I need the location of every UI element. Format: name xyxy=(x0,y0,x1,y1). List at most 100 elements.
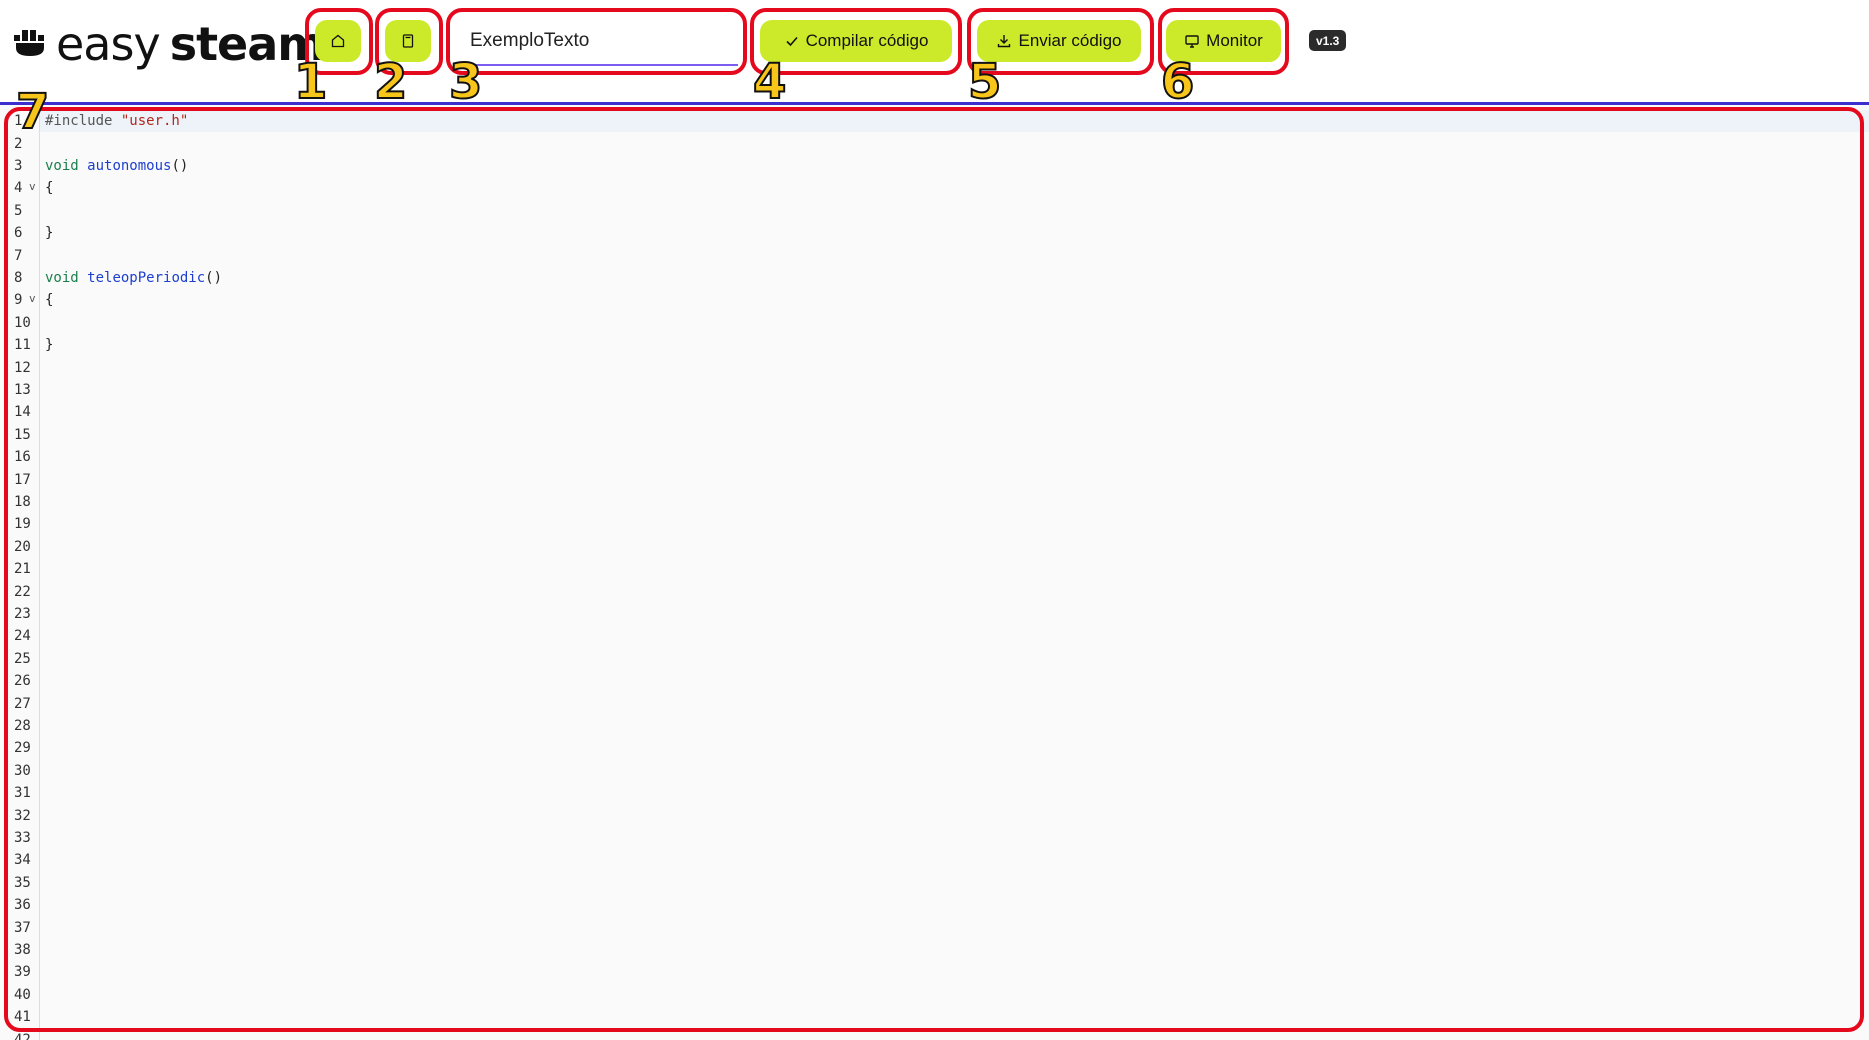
save-file-button[interactable] xyxy=(385,20,431,62)
code-token: } xyxy=(45,337,54,354)
code-line[interactable]: 33 xyxy=(0,827,1869,849)
code-token: () xyxy=(171,157,189,174)
code-line[interactable]: 28 xyxy=(0,715,1869,737)
line-number: 42 xyxy=(14,1031,31,1040)
file-icon xyxy=(402,34,414,48)
code-line[interactable]: 22 xyxy=(0,580,1869,602)
code-line[interactable]: 38 xyxy=(0,939,1869,961)
code-line[interactable]: 16 xyxy=(0,446,1869,468)
annotation-box-4 xyxy=(750,8,962,75)
line-number: 26 xyxy=(14,673,31,690)
code-line[interactable]: 34 xyxy=(0,849,1869,871)
annotation-number-2: 2 xyxy=(373,54,408,110)
line-number: 25 xyxy=(14,650,31,667)
annotation-box-5 xyxy=(967,8,1154,75)
code-line[interactable]: 32 xyxy=(0,804,1869,826)
code-line[interactable]: 2 xyxy=(0,132,1869,154)
annotation-number-4: 4 xyxy=(752,54,787,110)
code-text: } xyxy=(40,337,53,353)
version-badge: v1.3 xyxy=(1309,30,1347,51)
code-line[interactable]: 24 xyxy=(0,625,1869,647)
code-text: #include "user.h" xyxy=(40,113,188,129)
easy-steam-logo: easy steam xyxy=(12,14,325,74)
line-number: 24 xyxy=(14,628,31,645)
code-line[interactable]: 37 xyxy=(0,916,1869,938)
line-number: 3 xyxy=(14,157,23,174)
line-number: 27 xyxy=(14,695,31,712)
code-line[interactable]: 40 xyxy=(0,984,1869,1006)
line-number: 10 xyxy=(14,314,31,331)
active-line-highlight xyxy=(40,110,1869,132)
annotation-number-5: 5 xyxy=(967,54,1002,110)
code-line[interactable]: 5 xyxy=(0,200,1869,222)
line-number: 18 xyxy=(14,493,31,510)
fold-chevron-icon[interactable]: v xyxy=(29,292,36,306)
code-line[interactable]: 17 xyxy=(0,468,1869,490)
line-number: 30 xyxy=(14,762,31,779)
annotation-box-1 xyxy=(305,8,373,75)
code-line[interactable]: 29 xyxy=(0,737,1869,759)
code-line[interactable]: 6} xyxy=(0,222,1869,244)
line-number: 39 xyxy=(14,964,31,981)
home-icon xyxy=(331,34,345,48)
code-token: autonomous xyxy=(87,157,172,174)
code-line[interactable]: 31 xyxy=(0,782,1869,804)
code-line[interactable]: 10 xyxy=(0,312,1869,334)
fold-chevron-icon[interactable]: v xyxy=(29,180,36,194)
compile-button-label: Compilar código xyxy=(805,31,929,50)
code-line[interactable]: 13 xyxy=(0,379,1869,401)
file-name-input[interactable] xyxy=(460,18,738,66)
annotation-number-3: 3 xyxy=(448,54,483,110)
code-line[interactable]: 30 xyxy=(0,760,1869,782)
send-code-button-label: Enviar código xyxy=(1018,31,1122,50)
line-number: 40 xyxy=(14,986,31,1003)
annotation-box-7 xyxy=(4,107,1864,1032)
logo-mark-icon xyxy=(14,30,44,56)
code-line[interactable]: 23 xyxy=(0,603,1869,625)
line-number: 16 xyxy=(14,449,31,466)
annotation-box-6 xyxy=(1158,8,1289,75)
line-number: 23 xyxy=(14,605,31,622)
code-line[interactable]: 27 xyxy=(0,692,1869,714)
line-number: 36 xyxy=(14,897,31,914)
code-line[interactable]: 21 xyxy=(0,558,1869,580)
compile-button[interactable]: Compilar código xyxy=(760,20,952,62)
code-line[interactable]: 19 xyxy=(0,513,1869,535)
line-number: 33 xyxy=(14,829,31,846)
monitor-button[interactable]: Monitor xyxy=(1166,20,1281,62)
code-line[interactable]: 20 xyxy=(0,536,1869,558)
code-line[interactable]: 26 xyxy=(0,670,1869,692)
code-line[interactable]: 11} xyxy=(0,334,1869,356)
code-line[interactable]: 36 xyxy=(0,894,1869,916)
top-toolbar: easy steam Compilar código Enviar código… xyxy=(0,0,1869,102)
code-line[interactable]: 18 xyxy=(0,491,1869,513)
code-text: void autonomous() xyxy=(40,158,188,174)
code-line[interactable]: 1#include "user.h" xyxy=(0,110,1869,132)
header-divider xyxy=(0,102,1869,105)
download-icon xyxy=(998,35,1011,48)
code-text: { xyxy=(40,180,53,196)
code-line[interactable]: 12 xyxy=(0,356,1869,378)
home-button[interactable] xyxy=(315,20,361,62)
code-line[interactable]: 7 xyxy=(0,244,1869,266)
line-number: 21 xyxy=(14,561,31,578)
line-number: 7 xyxy=(14,247,23,264)
line-number: 8 xyxy=(14,269,23,286)
send-code-button[interactable]: Enviar código xyxy=(977,20,1141,62)
code-line[interactable]: 39 xyxy=(0,961,1869,983)
code-line[interactable]: 3 void autonomous() xyxy=(0,155,1869,177)
code-line[interactable]: 35 xyxy=(0,872,1869,894)
code-line[interactable]: 14 xyxy=(0,401,1869,423)
code-line[interactable]: 15 xyxy=(0,424,1869,446)
code-line[interactable]: 25 xyxy=(0,648,1869,670)
code-token: () xyxy=(205,269,223,286)
check-icon xyxy=(786,36,798,47)
line-number: 15 xyxy=(14,426,31,443)
code-line[interactable]: 42 xyxy=(0,1028,1869,1040)
